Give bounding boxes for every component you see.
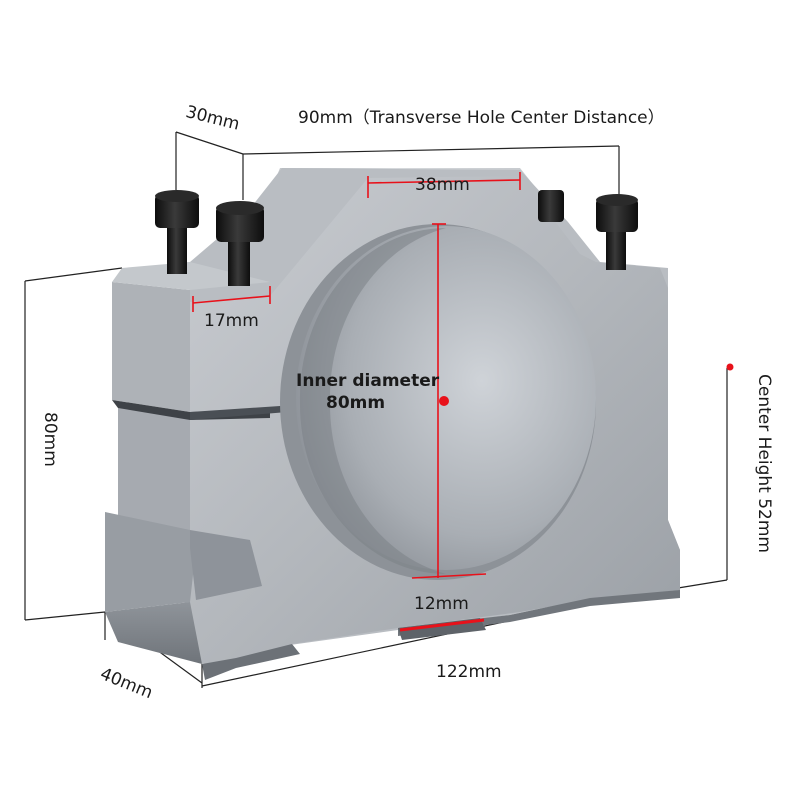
red-dimension-marks xyxy=(192,172,734,632)
label-hole-distance: 90mm（Transverse Hole Center Distance） xyxy=(298,108,665,128)
label-width: 122mm xyxy=(436,662,502,682)
label-top-flat: 38mm xyxy=(415,175,470,195)
label-inner-diameter-line1: Inner diameter xyxy=(296,371,440,391)
label-base-thickness: 12mm xyxy=(414,594,469,614)
bolts xyxy=(155,190,638,286)
bolt-back-right xyxy=(538,190,564,222)
label-inner-diameter-line2: 80mm xyxy=(326,393,386,413)
bolt-front-right xyxy=(596,194,638,270)
bolt-back-left xyxy=(155,190,199,274)
label-height: 80mm xyxy=(40,412,60,467)
label-center-height: Center Height 52mm xyxy=(754,374,774,553)
bolt-front-left xyxy=(216,201,264,286)
label-slot-width: 17mm xyxy=(204,311,259,331)
